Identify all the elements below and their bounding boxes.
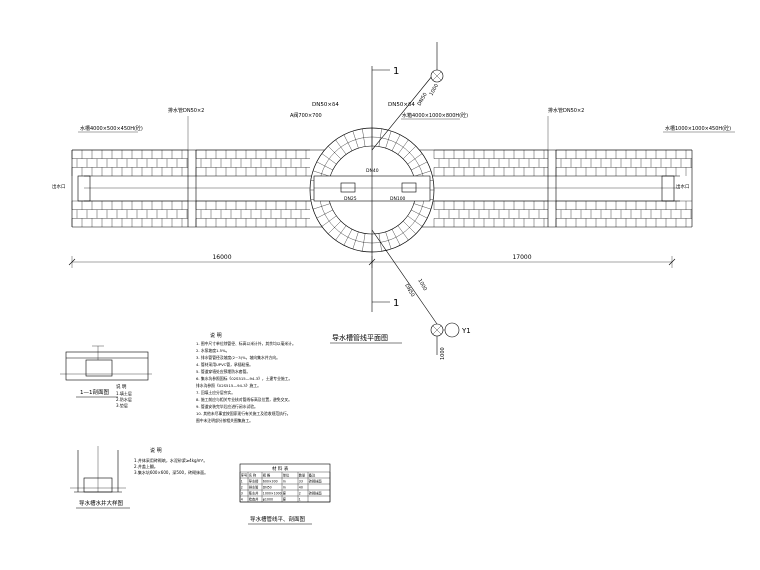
detail-legend-item: 3.集水坑600×600，深500，砖砌抹面。 [134,469,208,475]
pipe-label-left: DN50×δ4 [312,102,339,108]
y1-label: Y1 [461,327,471,335]
section-mark-top: 1 [393,66,399,77]
note-line: 5. 管道穿墙处应预埋防水套管。 [196,369,250,374]
section-cut-marks: 1 1 [372,66,399,309]
annotations: DN50×δ4 DN50×δ4 A阀700×700 水箱4000×1000×80… [52,102,735,344]
table-cell: 检查井 [249,497,259,502]
right-outlet-label: 出水口 [676,183,690,190]
note-line: 6. 集水坑参照国标《02S515—94-3》，土建专业施工。 [196,376,292,381]
note-line: 4. 管材采用UPVC管，承插粘接。 [196,362,253,367]
center-tag-dn25: DN25 [344,196,357,202]
table-cell: 砖砌抹面 [309,491,322,496]
note-line: 9. 管道安装完毕后应进行闭水试验。 [196,404,258,409]
branch-pipe: Y1 1000 DN50 1000 DN50 1000 [371,42,471,360]
section-mark-bottom: 1 [393,298,399,309]
section-title: 1—1剖面图 [80,388,109,396]
detail-title: 导水槽水井大样图 [79,499,124,507]
table-cell: 3 [241,492,243,496]
table-header-cell: 备注 [309,473,316,478]
general-notes: 说 明 1. 图中尺寸单位除管径、标高以米计外，其余均以毫米计。 2. 水泵坡度1… [196,332,296,423]
note-line: 1. 图中尺寸单位除管径、标高以米计外，其余均以毫米计。 [196,341,296,346]
center-tag-dn40: DN40 [366,168,379,174]
section-legend-item: 3.垫层 [116,402,128,408]
table-cell: 600×300 [263,480,278,484]
right-tank-label: 水槽1000×1000×450H(砼) [665,125,731,132]
brick-hatching [71,149,692,227]
note-line: 图中未注明部分按相关图集施工。 [196,418,253,423]
branch-length-top: 1000 [429,83,441,97]
table-cell: 排水管 [249,485,259,490]
table-header-cell: 序号 [241,473,247,478]
detail-legend: 说 明 1.井体采用砖砌筑，水泥砂浆≥4kg/m³。 2.井盖上翻。 3.集水坑… [134,447,208,475]
circular-well [309,66,435,312]
section-legend-heading: 说 明 [116,383,127,390]
table-cell: m [283,480,286,484]
note-line: 2. 水泵坡度1.5%。 [196,348,229,353]
pump-y1-icon [444,322,460,338]
tank-label: 水箱4000×1000×800H(砼) [402,112,468,119]
table-header-cell: 名 称 [249,473,257,478]
detail-legend-heading: 说 明 [150,447,162,454]
table-cell: 2 [299,492,301,496]
well-detail: 导水槽水井大样图 [70,446,130,509]
table-header-cell: 规 格 [263,473,271,478]
table-title: 导水槽管线平、剖面图 [250,515,306,523]
section-legend-item: 1.填土层 [116,390,132,396]
table-cell: 1 [299,498,301,502]
table-cell: 40 [299,486,303,490]
notes-heading: 说 明 [210,332,222,339]
table-cell: DN50 [263,486,272,490]
left-drain-tag: 排水管DN50×2 [168,107,204,114]
table-header-cell: 数量 [299,473,306,478]
plan-title: 导水槽管线平面图 [332,333,388,342]
y1-length: 1000 [440,347,446,360]
note-line: 3. 排水管管径及坡度(2~3)%，坡向集水井方向。 [196,355,280,360]
table-cell: 座 [283,491,287,496]
materials-table: 材 料 表 序号名 称 规 格 单位 数量备注 1 导水槽 600×300 m 33 砖砌抹面 2 排… [239,463,331,525]
table-cell: 砖砌抹面 [309,479,322,484]
table-cell: 4 [241,498,243,502]
table-cell: 1 [241,480,243,484]
pipe-label-right: DN50×δ4 [388,102,415,108]
table-cell: φ1000 [263,498,273,502]
branch-length-bottom: 1000 [416,278,428,292]
dimension-right: 17000 [512,254,531,261]
section-1-1: 1—1剖面图 说 明 1.填土层 2.防水层 3.垫层 [60,345,152,408]
plan-view: 1 1 16000 17000 [52,42,735,360]
table-cell: 33 [299,480,303,484]
section-legend-item: 2.防水层 [116,396,132,402]
detail-legend-item: 2.井盖上翻。 [134,463,158,469]
center-tag-dn100: DN100 [390,196,406,202]
table-heading: 材 料 表 [272,465,289,472]
table-cell: 座 [283,497,287,502]
dimension-line: 16000 17000 [68,254,676,268]
note-line: 排水沟参照《02S515—94-3》施工。 [196,383,261,388]
detail-legend-item: 1.井体采用砖砌筑，水泥砂浆≥4kg/m³。 [134,457,207,463]
left-tank-label: 水槽4000×500×450H(砼) [80,125,143,132]
note-line: 10. 其他未尽事宜按国家现行有关施工及验收规范执行。 [196,411,291,416]
table-header-cell: 单位 [283,473,290,478]
note-line: 7. 回填土应分层夯实。 [196,390,235,395]
table-cell: 2 [241,486,243,490]
table-cell: m [283,486,286,490]
table-cell: 集水井 [249,491,259,496]
note-line: 8. 施工前应与相关专业核对管线标高及位置，避免交叉。 [196,397,292,402]
dimension-left: 16000 [212,254,231,261]
table-cell: 1000×1000 [263,492,282,496]
left-outlet-label: 出水口 [52,183,66,190]
table-cell: 导水槽 [249,479,259,484]
right-drain-tag: 排水管DN50×2 [548,107,584,114]
valve-label: A阀700×700 [290,112,322,119]
